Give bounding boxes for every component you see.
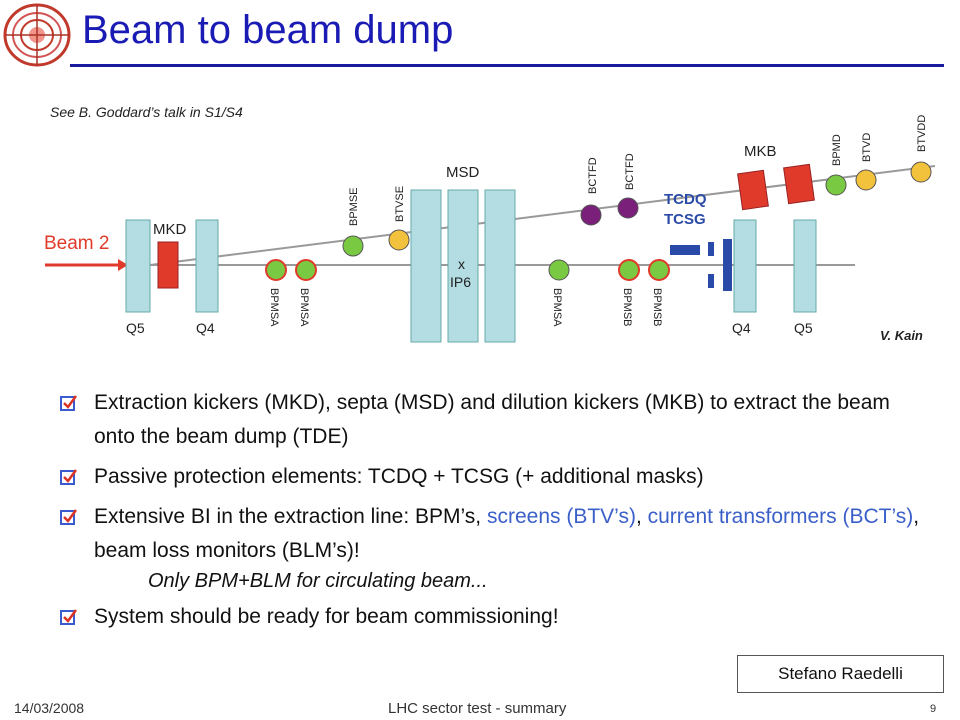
q5-left-label: Q5 [126,320,145,336]
quad-q5-left [125,219,151,313]
ip-marker: x [458,256,465,272]
bpmse-label: BPMSE [348,187,360,226]
bctfd-2-marker [617,197,639,219]
msd-septum-2 [447,189,479,343]
checkbox-icon [60,509,78,525]
bpmsb-2-marker [648,259,670,281]
bctfd-1-marker [580,204,602,226]
beam-dump-diagram: Beam 2 Q5 Q4 MKD BPMSA BPMSA BPMSE BTVSE… [44,115,936,343]
q4-left-label: Q4 [196,320,215,336]
btvd-marker [855,169,877,191]
beam-arrowhead [118,259,128,271]
bpmd-marker [825,174,847,196]
msd-label: MSD [446,164,480,181]
q4-right-label: Q4 [732,320,751,336]
quad-q5-right [793,219,817,313]
checkbox-icon [60,609,78,625]
diagram-credit: V. Kain [880,328,923,343]
tcdq-absorber [670,245,700,255]
beam-label: Beam 2 [44,233,109,254]
slide-title: Beam to beam dump [82,8,454,52]
bpmsa-3-label: BPMSA [551,288,563,327]
bullet-list: Extraction kickers (MKD), septa (MSD) an… [60,386,930,640]
extraction-line [149,165,936,266]
btvd-label: BTVD [861,133,873,162]
bullet-text-post: , beam loss monitors (BLM’s)! [94,505,920,562]
bpmsa-3-marker [548,259,570,281]
bpmsa-2-label: BPMSA [298,288,310,327]
msd-septum-1 [410,189,442,343]
current-transformers-link: current transformers (BCT’s) [647,505,914,528]
mkd-label: MKD [153,221,187,238]
mkb-kicker-1 [737,169,769,211]
btvse-marker [388,229,410,251]
tcsg-jaw-2 [708,274,714,288]
mkd-kicker [157,241,179,289]
btvse-label: BTVSE [394,186,406,222]
bpmse-marker [342,235,364,257]
bctfd-2-label: BCTFD [624,153,636,190]
quad-q4-left [195,219,219,313]
tcsg-jaw-1 [708,242,714,256]
sub-note: Only BPM+BLM for circulating beam... [148,570,488,592]
bullet-text: System should be ready for beam commissi… [94,605,559,628]
bpmsb-1-label: BPMSB [621,288,633,327]
footer-title: LHC sector test - summary [388,700,567,717]
bpmsa-1-marker [265,259,287,281]
msd-septum-3 [484,189,516,343]
bullet-item: Extraction kickers (MKD), septa (MSD) an… [60,386,930,454]
title-underline [70,64,944,67]
tcsg-label: TCSG [664,211,706,228]
lhc-logo [3,3,71,67]
bullet-text: Extraction kickers (MKD), septa (MSD) an… [94,391,890,448]
ip6-label: IP6 [450,274,471,290]
page-number: 9 [930,703,937,715]
quad-q4-right [733,219,757,313]
mkb-kicker-2 [783,163,815,205]
bullet-text-mid: , [635,505,648,528]
bctfd-1-label: BCTFD [587,157,599,194]
mkb-label: MKB [744,143,777,160]
bullet-item: System should be ready for beam commissi… [60,600,930,634]
bpmsb-1-marker [618,259,640,281]
bullet-item: Passive protection elements: TCDQ + TCSG… [60,460,930,494]
author-box: Stefano Raedelli [737,655,944,693]
btvdd-marker [910,161,932,183]
bpmsb-2-label: BPMSB [651,288,663,327]
tcsg-block [723,239,732,291]
bullet-item: Extensive BI in the extraction line: BPM… [60,500,930,568]
q5-right-label: Q5 [794,320,813,336]
bpmsa-1-label: BPMSA [268,288,280,327]
screens-link: screens (BTV’s) [486,505,636,528]
bpmd-label: BPMD [831,134,843,166]
reference-note: See B. Goddard’s talk in S1/S4 [50,104,243,120]
bullet-text: Passive protection elements: TCDQ + TCSG… [94,465,704,488]
checkbox-icon [60,395,78,411]
btvdd-label: BTVDD [916,115,928,152]
bpmsa-2-marker [295,259,317,281]
tcdq-label: TCDQ [664,191,707,208]
footer-date: 14/03/2008 [14,700,85,716]
checkbox-icon [60,469,78,485]
bullet-text-pre: Extensive BI in the extraction line: BPM… [94,505,487,528]
